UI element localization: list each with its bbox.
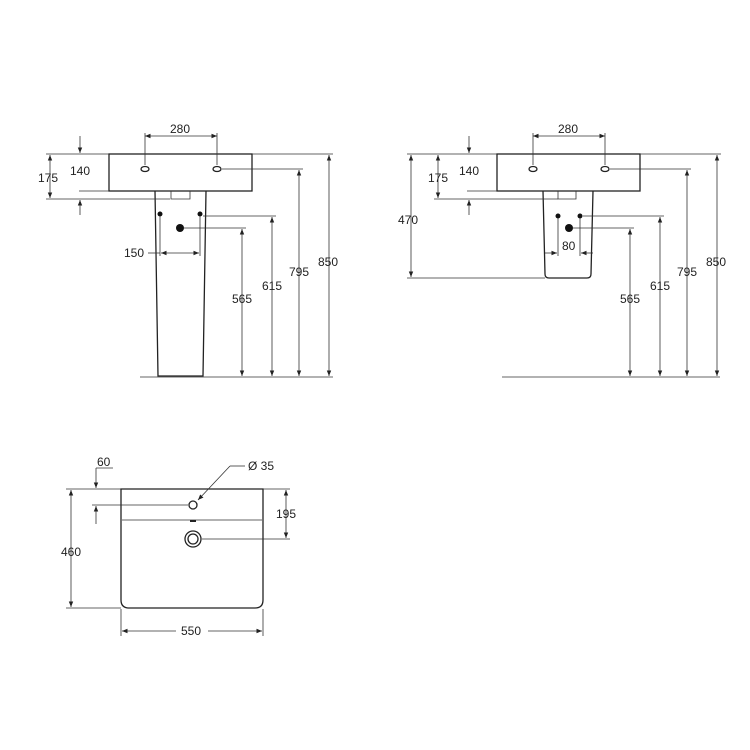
dim-tap-height: 795 xyxy=(289,265,309,279)
dim-depth: 460 xyxy=(61,545,81,559)
dim-rim-height: 140 xyxy=(70,164,90,178)
semipedestal-outline xyxy=(542,190,594,279)
basin-outline xyxy=(496,153,641,192)
dim-basin-depth: 175 xyxy=(428,171,448,185)
dim-total-height: 850 xyxy=(318,255,338,269)
tap-hole xyxy=(188,500,198,510)
supply-point-left xyxy=(157,211,163,217)
dim-basin-depth: 175 xyxy=(38,171,58,185)
waste-inner xyxy=(187,533,199,545)
dim-tap-offset: 60 xyxy=(97,455,111,469)
tap-hole-left xyxy=(140,165,150,173)
basin-plan-outline xyxy=(120,488,264,609)
top-plan-view: 60 Ø 35 195 460 550 xyxy=(61,455,296,638)
dim-semipedestal-height: 470 xyxy=(398,213,418,227)
dim-total-height: 850 xyxy=(706,255,726,269)
dim-waste-height: 565 xyxy=(620,292,640,306)
dim-tap-hole-diameter: Ø 35 xyxy=(248,459,274,473)
dim-waste-offset: 195 xyxy=(276,507,296,521)
pedestal-front-view: 280 175 140 150 565 615 795 850 xyxy=(38,122,338,378)
dim-tap-spacing: 280 xyxy=(558,122,578,136)
tap-hole-right xyxy=(212,165,222,173)
dim-rim-height: 140 xyxy=(459,164,479,178)
dim-waste-height: 565 xyxy=(232,292,252,306)
dim-supply-height: 615 xyxy=(650,279,670,293)
tap-hole-right xyxy=(600,165,610,173)
tap-hole-left xyxy=(528,165,538,173)
supply-point-right xyxy=(577,213,583,219)
waste-outer xyxy=(184,530,202,548)
pedestal-outline xyxy=(154,190,207,377)
basin-outline xyxy=(108,153,253,192)
dim-tap-spacing: 280 xyxy=(170,122,190,136)
dim-tap-height: 795 xyxy=(677,265,697,279)
dim-width: 550 xyxy=(181,624,201,638)
supply-point-right xyxy=(197,211,203,217)
dim-supply-spacing: 150 xyxy=(124,246,144,260)
waste-point xyxy=(565,224,573,232)
waste-point xyxy=(176,224,184,232)
dim-supply-spacing: 80 xyxy=(562,239,576,253)
semipedestal-front-view: 280 470 175 140 80 565 615 795 850 xyxy=(398,122,726,378)
dim-supply-height: 615 xyxy=(262,279,282,293)
supply-point-left xyxy=(555,213,561,219)
